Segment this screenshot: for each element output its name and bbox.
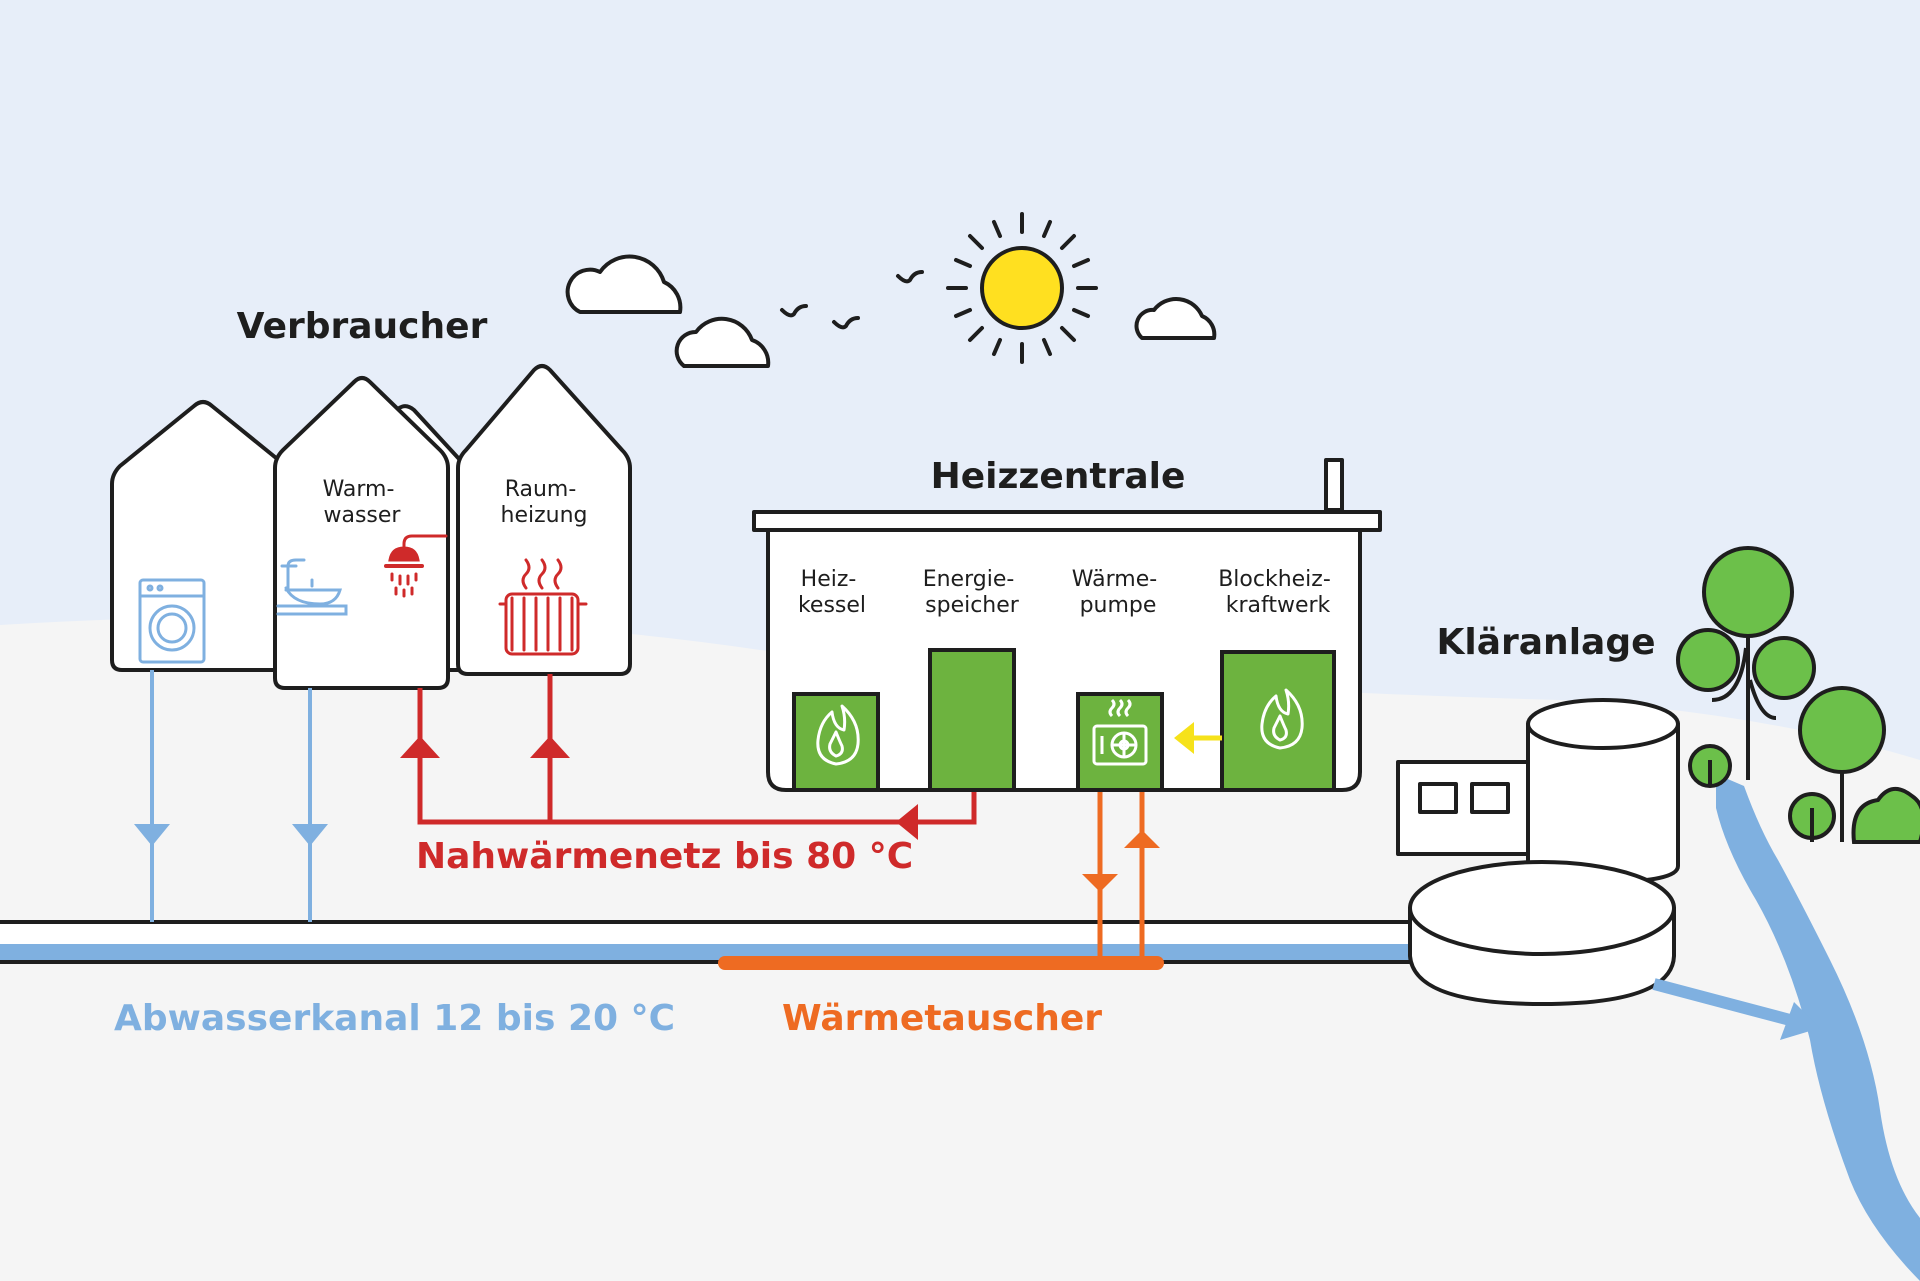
- outflow-line: [1652, 978, 1792, 1026]
- washing-machine-icon: [138, 578, 206, 664]
- shower-icon: [384, 534, 448, 598]
- bird-icon: [780, 270, 924, 330]
- flame-icon: [816, 704, 860, 766]
- label-blockheizkraftwerk: Blockheiz- kraftwerk: [1218, 567, 1338, 618]
- heating-plant-building: [752, 458, 1382, 792]
- arrow-icon: [1780, 1002, 1820, 1040]
- label-waermepumpe: Wärme- pumpe: [1072, 567, 1164, 618]
- tree-icon: [1676, 546, 1816, 780]
- title-klaeranlage: Kläranlage: [1436, 622, 1655, 663]
- label-energiespeicher: Energie- speicher: [923, 567, 1022, 618]
- bush-icon: [1851, 787, 1920, 844]
- arrow-icon: [1174, 722, 1194, 754]
- cloud-icon: [674, 316, 771, 368]
- title-heizzentrale: Heizzentrale: [931, 456, 1186, 497]
- house-warmwasser: [273, 376, 450, 690]
- title-verbraucher: Verbraucher: [237, 306, 488, 347]
- sewer-pipe: [0, 920, 1410, 964]
- label-warmwasser: Warm- wasser: [323, 477, 402, 528]
- label-raumheizung: Raum- heizung: [501, 477, 588, 528]
- tree-icon: [1798, 686, 1886, 842]
- bush-icon: [1688, 744, 1732, 788]
- label-nahwaermenetz: Nahwärmenetz bis 80 °C: [416, 836, 913, 877]
- flame-icon: [1260, 688, 1304, 750]
- drain-pipes: [150, 670, 312, 922]
- house-raumheizung: [456, 364, 632, 676]
- heat-exchanger-bar: [718, 956, 1164, 970]
- treatment-plant: [1396, 698, 1680, 1006]
- sink-tap-icon: [276, 558, 348, 616]
- label-abwasserkanal: Abwasserkanal 12 bis 20 °C: [114, 998, 675, 1039]
- radiator-icon: [498, 558, 588, 656]
- cloud-icon: [1134, 297, 1217, 340]
- label-waermetauscher: Wärmetauscher: [782, 998, 1102, 1039]
- sun-icon: [946, 212, 1098, 364]
- heat-pump-icon: [1092, 698, 1148, 766]
- cloud-icon: [565, 254, 683, 314]
- label-heizkessel: Heiz- kessel: [798, 567, 866, 618]
- bush-icon: [1788, 792, 1836, 842]
- arrow-down-icon: [134, 824, 328, 846]
- green-units: [792, 648, 1336, 792]
